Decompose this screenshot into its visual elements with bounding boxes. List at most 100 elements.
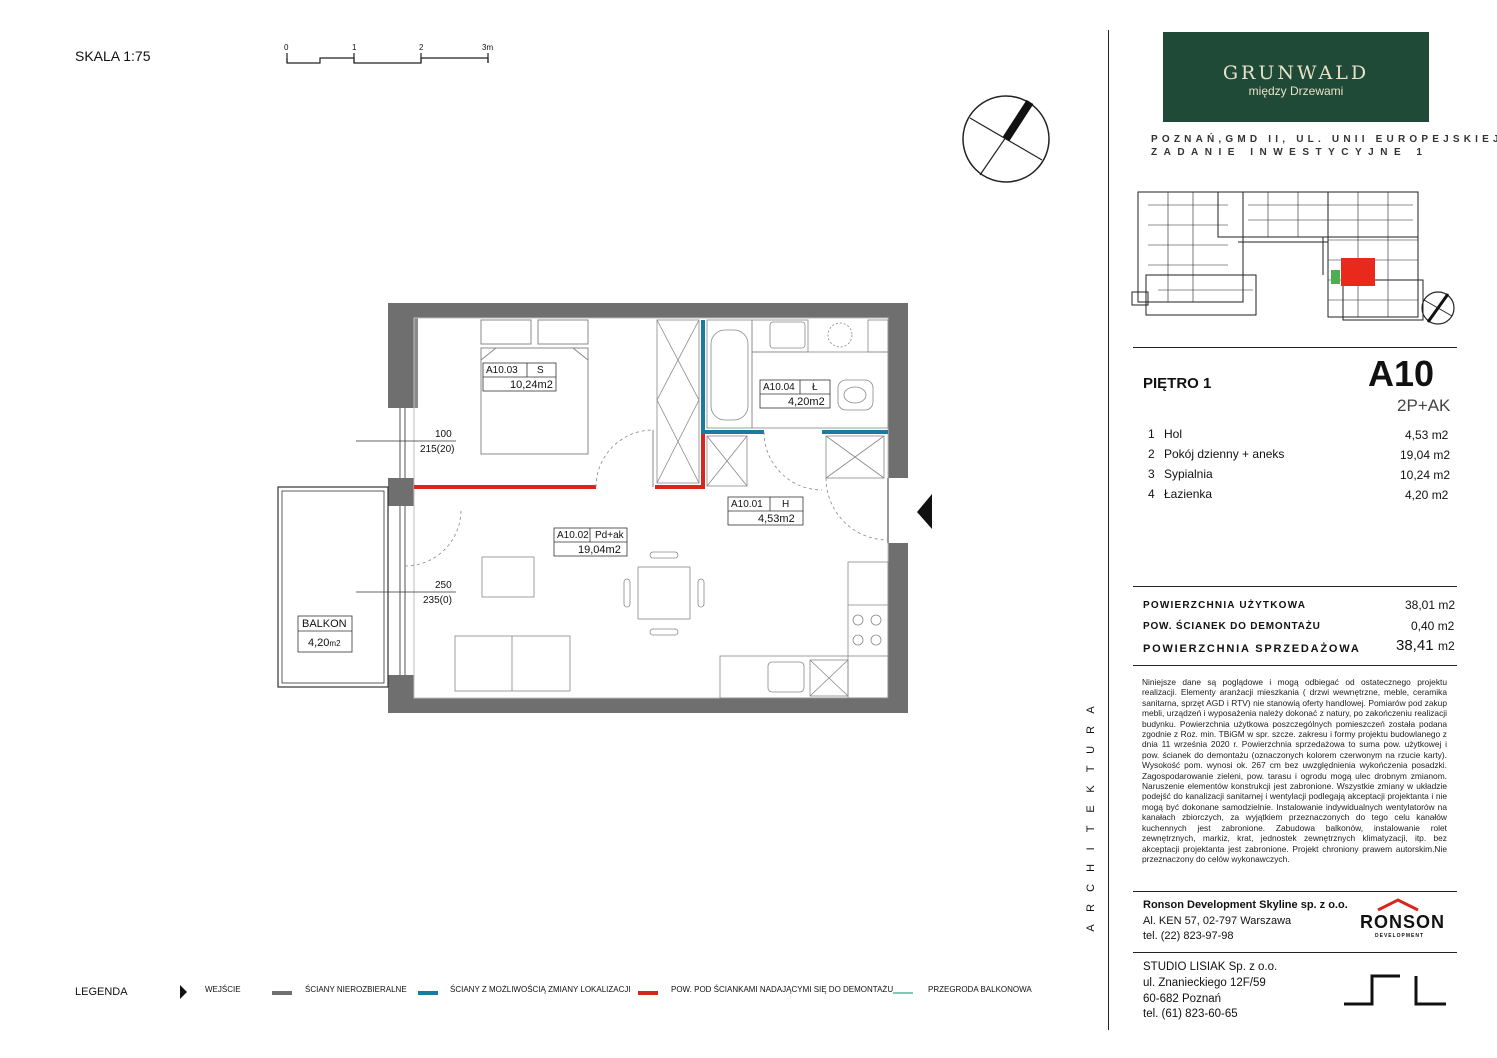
ronson-logo-sub: DEVELOPMENT bbox=[1375, 933, 1425, 939]
side-label-letter: R bbox=[1085, 725, 1098, 734]
side-label-letter: C bbox=[1085, 884, 1098, 893]
disclaimer-notes: Niniejsze dane są poglądowe i mogą odbie… bbox=[1142, 677, 1447, 864]
legend-fixed: ŚCIANY NIEROZBIERALNE bbox=[305, 985, 407, 994]
legend-movable-swatch bbox=[418, 991, 438, 995]
bedroom-area: 10,24m2 bbox=[510, 379, 553, 391]
floor-plan bbox=[180, 53, 1050, 999]
unit-type: 2P+AK bbox=[1397, 396, 1451, 415]
hall-area: 4,53m2 bbox=[758, 513, 795, 525]
address-line2: ZADANIE INWESTYCYJNE 1 bbox=[1151, 147, 1429, 158]
scale-tick-3: 3m bbox=[482, 43, 494, 52]
movable-walls bbox=[701, 320, 888, 434]
key-plan bbox=[1131, 191, 1455, 325]
bed bbox=[480, 319, 589, 455]
brand-title: GRUNWALD bbox=[1222, 62, 1370, 84]
room-no: 3 bbox=[1148, 467, 1155, 481]
scale-tick-1: 1 bbox=[352, 43, 357, 52]
bathroom-area: 4,20m2 bbox=[788, 396, 825, 408]
room-name: Łazienka bbox=[1164, 487, 1213, 501]
hall-cupboard bbox=[706, 435, 885, 487]
fixed-walls bbox=[388, 303, 908, 713]
balcony bbox=[277, 486, 389, 688]
bedroom-tag: S bbox=[537, 365, 544, 376]
walls-label: POW. ŚCIANEK DO DEMONTAŻU bbox=[1143, 621, 1321, 632]
side-label-letter: H bbox=[1085, 864, 1098, 873]
bathroom-tag: Ł bbox=[812, 382, 818, 393]
separator bbox=[1133, 665, 1457, 666]
floor-label: PIĘTRO 1 bbox=[1143, 375, 1212, 392]
side-label-letter: U bbox=[1085, 745, 1098, 754]
dim2-bottom: 235(0) bbox=[423, 595, 452, 606]
room-no: 2 bbox=[1148, 447, 1155, 461]
wardrobe bbox=[656, 319, 700, 484]
architect-address: ul. Znanieckiego 12F/59 bbox=[1143, 977, 1266, 989]
unit-highlight bbox=[1341, 258, 1375, 286]
legend-entrance-icon bbox=[180, 985, 187, 999]
dim1-top: 100 bbox=[435, 429, 452, 440]
entrance-door-swing bbox=[825, 477, 889, 541]
legend-title: LEGENDA bbox=[75, 986, 128, 998]
separator bbox=[1133, 952, 1457, 953]
compass-icon bbox=[962, 95, 1050, 183]
unit-id: A10 bbox=[1368, 353, 1435, 394]
studio-lisiak-logo bbox=[1344, 974, 1446, 1006]
room-name: Pokój dzienny + aneks bbox=[1164, 447, 1285, 461]
room-name: Sypialnia bbox=[1164, 467, 1213, 481]
legend-removable-swatch bbox=[638, 991, 658, 995]
side-label-letter: T bbox=[1085, 765, 1098, 773]
living-furniture bbox=[454, 551, 705, 692]
separator bbox=[1133, 347, 1457, 348]
side-label-letter: A bbox=[1085, 706, 1098, 714]
scale-label: SKALA 1:75 bbox=[75, 48, 151, 64]
usable-label: POWIERZCHNIA UŻYTKOWA bbox=[1143, 600, 1307, 611]
sale-label: POWIERZCHNIA SPRZEDAŻOWA bbox=[1143, 643, 1361, 655]
side-label-letter: R bbox=[1085, 903, 1098, 912]
side-label-letter: K bbox=[1085, 785, 1098, 793]
balcony-name: BALKON bbox=[302, 618, 347, 630]
side-label-letter: I bbox=[1085, 846, 1098, 851]
developer-name: Ronson Development Skyline sp. z o.o. bbox=[1143, 899, 1348, 911]
room-no: 4 bbox=[1148, 487, 1155, 501]
living-area: 19,04m2 bbox=[578, 544, 621, 556]
room-area: 10,24 m2 bbox=[1400, 468, 1451, 482]
side-label-letter: T bbox=[1085, 825, 1098, 833]
living-code: A10.02 bbox=[557, 530, 589, 541]
scale-bar bbox=[286, 53, 489, 64]
address-line1: POZNAŃ,GMD II, UL. UNII EUROPEJSKIEJ bbox=[1151, 134, 1497, 145]
entrance-arrow-icon bbox=[917, 494, 932, 529]
separator bbox=[1133, 891, 1457, 892]
bedroom-code: A10.03 bbox=[486, 365, 518, 376]
scale-tick-2: 2 bbox=[419, 43, 424, 52]
hall-tag: H bbox=[782, 499, 790, 510]
key-plan-compass-icon bbox=[1421, 291, 1455, 325]
separator bbox=[1133, 586, 1457, 587]
bedroom-door bbox=[595, 429, 654, 488]
balcony-door bbox=[404, 509, 462, 567]
legend-removable: POW. POD ŚCIANKAMI NADAJĄCYMI SIĘ DO DEM… bbox=[671, 985, 894, 994]
bathroom-fixtures bbox=[706, 319, 889, 429]
sale-value: 38,41 m2 bbox=[1396, 637, 1455, 654]
legend-balcony-swatch bbox=[893, 992, 913, 994]
room-no: 1 bbox=[1148, 427, 1155, 441]
usable-value: 38,01 m2 bbox=[1405, 598, 1456, 612]
architect-city: 60-682 Poznań bbox=[1143, 993, 1222, 1005]
living-tag: Pd+ak bbox=[595, 530, 624, 541]
walls-value: 0,40 m2 bbox=[1411, 619, 1455, 633]
kitchen bbox=[719, 561, 889, 699]
panel-divider bbox=[1108, 30, 1109, 1030]
ronson-logo: RONSON DEVELOPMENT bbox=[1358, 898, 1448, 944]
legend-fixed-swatch bbox=[272, 991, 292, 995]
removable-walls bbox=[414, 432, 705, 489]
developer-address: Al. KEN 57, 02-797 Warszawa bbox=[1143, 915, 1292, 927]
architect-phone: tel. (61) 823-60-65 bbox=[1143, 1008, 1238, 1020]
bathroom-door bbox=[763, 431, 823, 491]
room-label-frames bbox=[297, 362, 831, 653]
legend-movable: ŚCIANY Z MOŻLIWOŚCIĄ ZMIANY LOKALIZACJI bbox=[450, 985, 631, 994]
room-area: 4,53 m2 bbox=[1405, 428, 1449, 442]
balcony-area: 4,20m2 bbox=[308, 637, 341, 649]
bathroom-code: A10.04 bbox=[763, 382, 795, 393]
architect-name: STUDIO LISIAK Sp. z o.o. bbox=[1143, 961, 1278, 973]
room-area: 4,20 m2 bbox=[1405, 488, 1449, 502]
hall-code: A10.01 bbox=[731, 499, 763, 510]
room-name: Hol bbox=[1164, 427, 1183, 441]
